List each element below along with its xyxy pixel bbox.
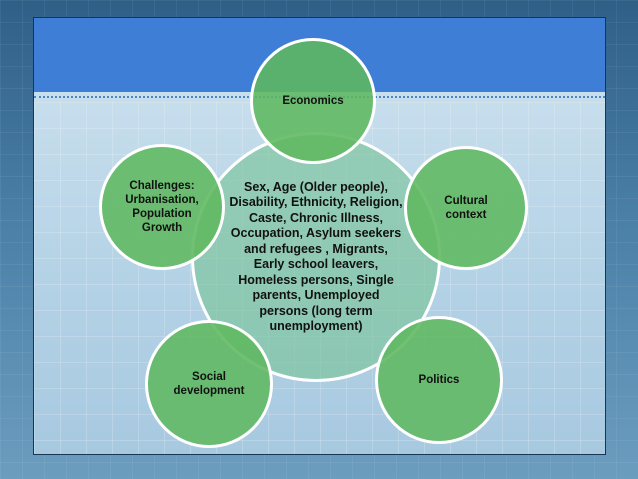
- center-circle-label: Sex, Age (Older people), Disability, Eth…: [229, 179, 403, 334]
- node-economics: Economics: [250, 38, 376, 164]
- node-politics-label: Politics: [418, 374, 460, 386]
- node-social-development: Social development: [145, 320, 273, 448]
- node-social-development-label: Social development: [173, 371, 245, 397]
- node-economics-label: Economics: [282, 95, 344, 107]
- node-challenges: Challenges: Urbanisation, Population Gro…: [99, 144, 225, 270]
- slide: Sex, Age (Older people), Disability, Eth…: [33, 17, 606, 455]
- node-challenges-label: Challenges: Urbanisation, Population Gro…: [125, 180, 199, 234]
- node-cultural-context: Cultural context: [404, 146, 528, 270]
- node-cultural-context-label: Cultural context: [444, 195, 488, 221]
- node-politics: Politics: [375, 316, 503, 444]
